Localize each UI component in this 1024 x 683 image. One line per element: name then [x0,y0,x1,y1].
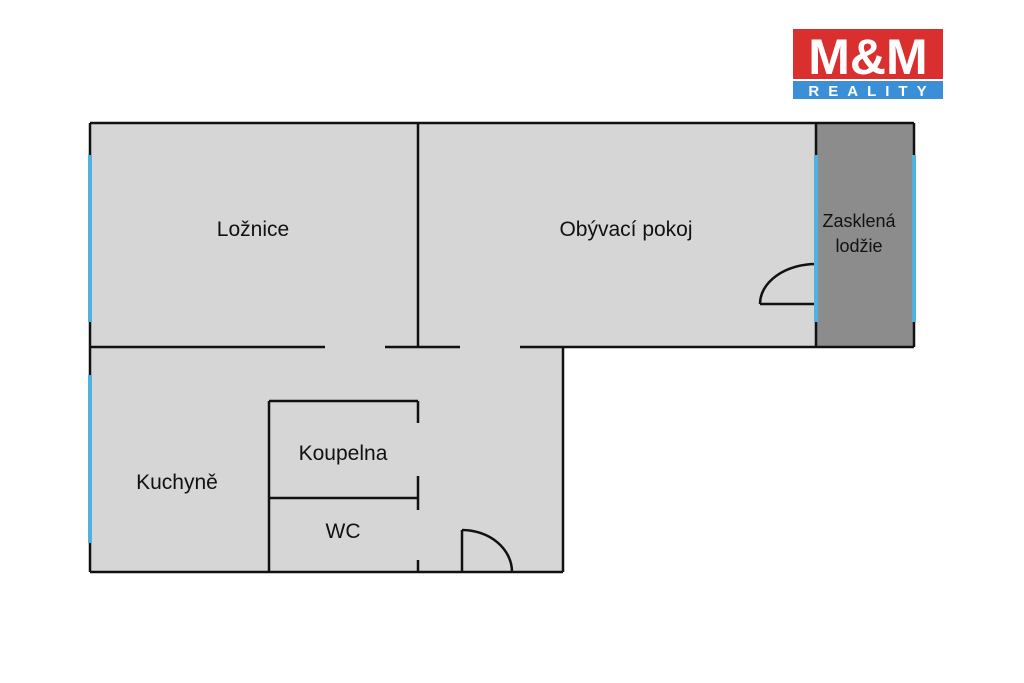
room-loggia-floor [816,123,914,347]
room-label-koupelna: Koupelna [299,442,388,465]
room-loznice-floor [90,123,418,347]
room-label-loznice: Ložnice [217,218,289,241]
door-loggia [758,262,817,306]
room-obyvaci-floor [418,123,816,347]
logo-subtext: REALITY [808,83,935,100]
room-label-kuchyne: Kuchyně [136,471,218,494]
room-label-wc: WC [326,520,361,543]
windows [88,155,916,543]
room-label-obyvaci-pokoj: Obývací pokoj [559,218,692,241]
logo-text: M&M [808,29,927,85]
mm-reality-logo: M&M REALITY [793,29,943,100]
door-entrance [460,528,514,573]
room-label-lodzie-2: lodžie [835,236,882,256]
room-label-lodzie-1: Zasklená [822,211,896,231]
